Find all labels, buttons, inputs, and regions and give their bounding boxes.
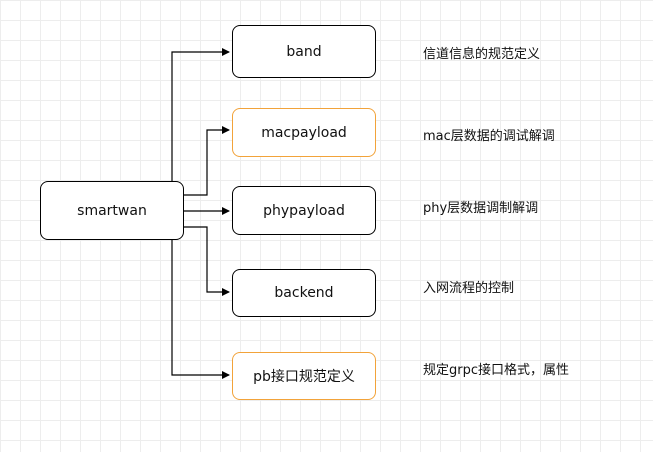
edge-to-backend [184, 226, 230, 296]
node-phypayload[interactable]: phypayload [232, 186, 376, 235]
note-macpayload: mac层数据的调试解调 [423, 129, 555, 144]
node-pb-label: pb接口规范定义 [253, 369, 355, 385]
node-macpayload[interactable]: macpayload [232, 108, 376, 157]
edge-to-band [171, 48, 230, 182]
node-backend-label: backend [274, 285, 334, 301]
node-pb[interactable]: pb接口规范定义 [232, 352, 376, 400]
edge-to-macpayload [184, 126, 230, 196]
edge-to-pb [171, 240, 230, 379]
node-band[interactable]: band [232, 25, 376, 78]
node-band-label: band [286, 43, 322, 60]
node-macpayload-label: macpayload [261, 124, 347, 141]
note-band: 信道信息的规范定义 [423, 47, 541, 62]
note-backend: 入网流程的控制 [423, 281, 515, 296]
node-smartwan[interactable]: smartwan [40, 181, 184, 240]
note-phypayload: phy层数据调制解调 [423, 201, 539, 216]
note-pb: 规定grpc接口格式，属性 [423, 363, 569, 378]
node-phypayload-label: phypayload [263, 202, 345, 219]
node-smartwan-label: smartwan [77, 202, 147, 219]
node-backend[interactable]: backend [232, 269, 376, 317]
